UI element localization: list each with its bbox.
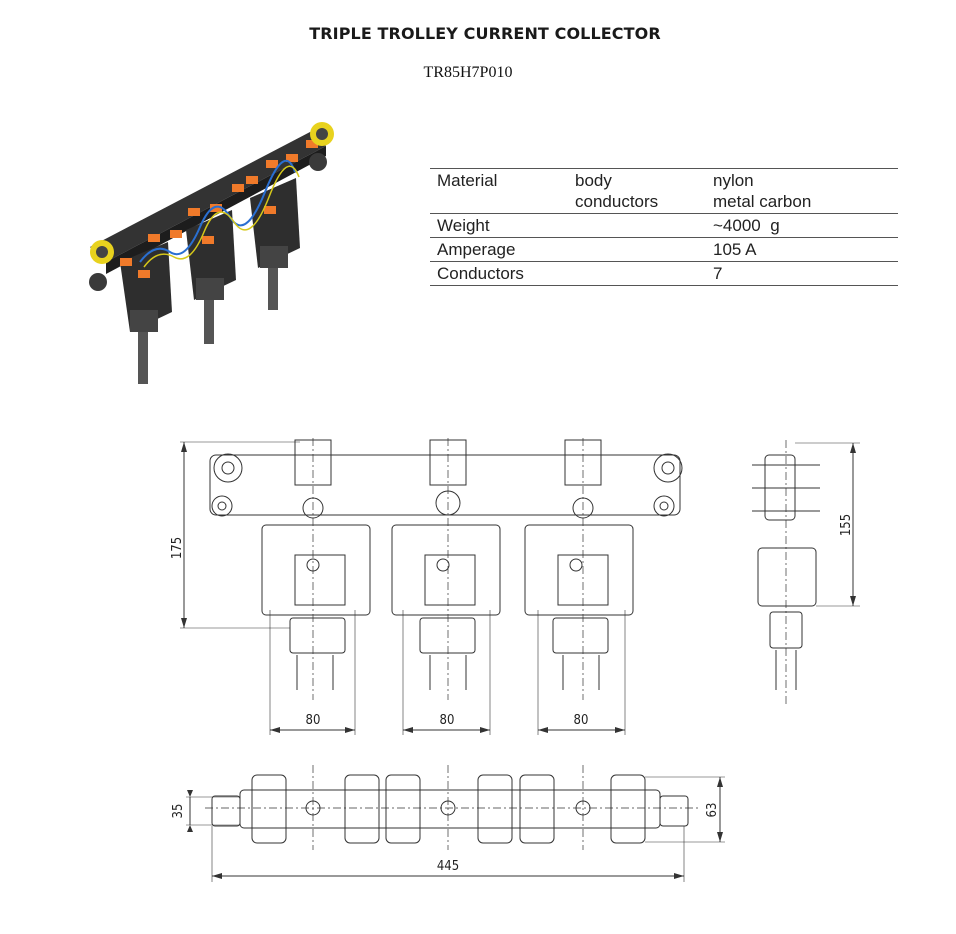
dim-pitch-1: 80	[306, 713, 321, 728]
product-photo	[89, 122, 334, 384]
spec-value-weight: ~4000 g	[713, 216, 780, 235]
spec-label-material: Material	[437, 171, 498, 190]
dim-pitch-2: 80	[440, 713, 455, 728]
dim-side-height: 155	[839, 514, 854, 536]
spec-row-weight: Weight ~4000 g	[430, 213, 898, 238]
dim-pitch-3: 80	[574, 713, 589, 728]
material-part-conductors: conductors	[575, 192, 659, 211]
spec-label-conductors: Conductors	[437, 264, 524, 283]
collector-body-3	[524, 524, 634, 690]
material-part-body: body	[575, 171, 612, 190]
material-value-body: nylon	[713, 171, 754, 190]
spec-row-amperage: Amperage 105 A	[430, 237, 898, 262]
spec-value-conductors: 7	[713, 264, 723, 283]
spec-table: Material body conductors nylon metal carbo…	[430, 168, 898, 286]
dim-top-width: 35	[171, 804, 186, 819]
dim-front-height: 175	[170, 537, 185, 559]
spec-row-conductors: Conductors 7	[430, 261, 898, 286]
material-value-conductors: metal carbon	[713, 192, 812, 211]
spec-label-weight: Weight	[437, 216, 490, 235]
front-view	[180, 438, 683, 735]
top-view	[186, 765, 725, 882]
collector-body-2	[391, 524, 501, 690]
collector-body-1	[261, 524, 371, 690]
side-view	[752, 440, 860, 705]
product-code: TR85H7P010	[423, 64, 513, 81]
dim-total-length: 445	[437, 859, 459, 874]
spec-value-amperage: 105 A	[713, 240, 757, 259]
page-title: TRIPLE TROLLEY CURRENT COLLECTOR	[309, 24, 661, 43]
dim-top-depth: 63	[705, 803, 720, 818]
spec-label-amperage: Amperage	[437, 240, 516, 259]
spec-row-material: Material body conductors nylon metal carbo…	[430, 168, 898, 214]
